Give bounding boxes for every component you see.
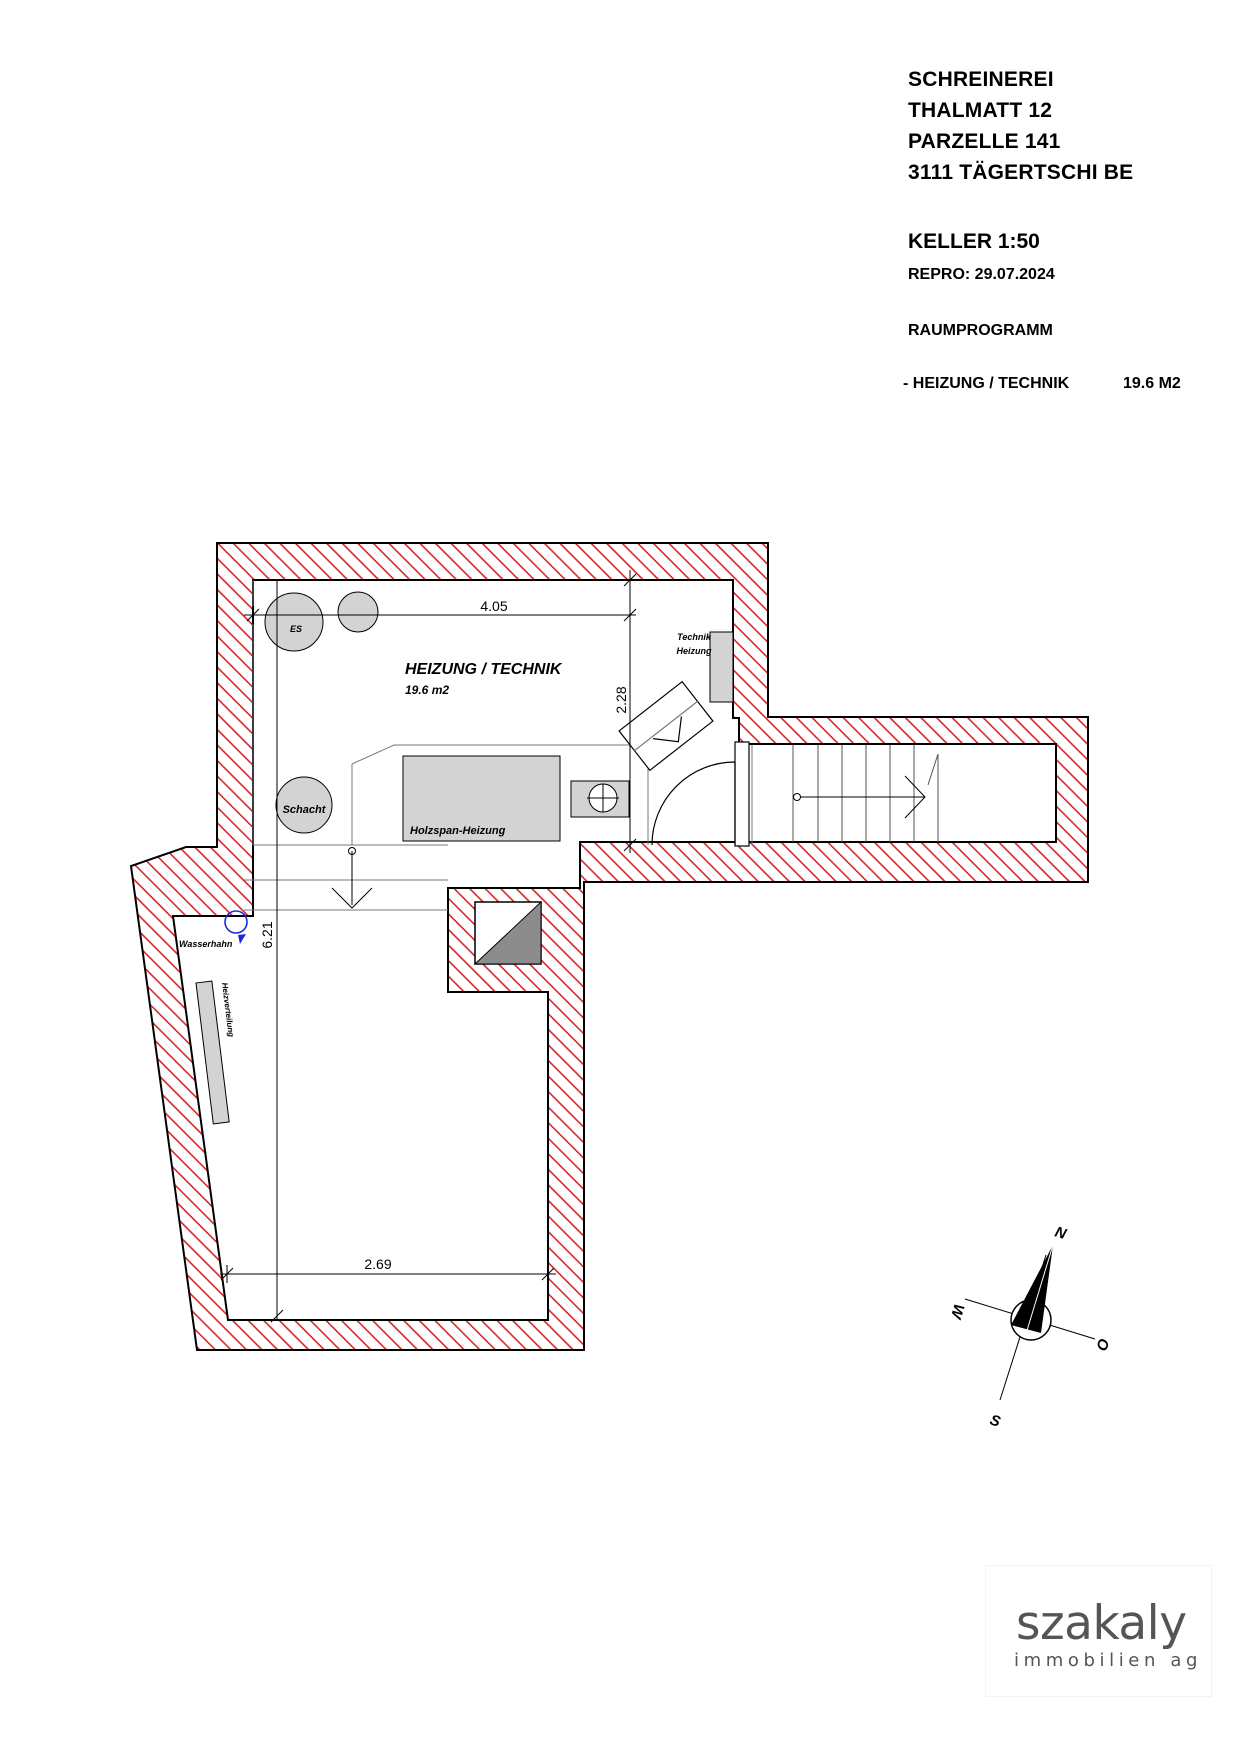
room-program-heading: RAUMPROGRAMM — [908, 322, 1053, 339]
technik-cabinet — [709, 631, 734, 703]
technik-label-1: Technik — [677, 632, 712, 642]
walls-hatched — [129, 542, 1089, 1351]
schacht-label: Schacht — [283, 804, 327, 816]
title-line-1: SCHREINEREI — [908, 68, 1054, 91]
title-line-3: PARZELLE 141 — [908, 130, 1061, 153]
room-area: 19.6 m2 — [405, 683, 449, 697]
room-program-area: 19.6 M2 — [1123, 375, 1181, 392]
pump-unit — [570, 780, 630, 818]
compass-n: N — [1053, 1224, 1069, 1244]
stairs — [792, 745, 939, 842]
company-logo: szakaly — [1016, 1596, 1187, 1651]
title-line-2: THALMATT 12 — [908, 99, 1053, 122]
holzspan-label: Holzspan-Heizung — [410, 825, 506, 837]
compass — [964, 1244, 1096, 1401]
compass-w: W — [946, 1302, 967, 1322]
dim-width-top: 4.05 — [480, 598, 507, 614]
chimney-flue — [473, 900, 542, 965]
technik-label-2: Heizung — [677, 646, 713, 656]
compass-o: O — [1094, 1337, 1114, 1353]
wasserhahn-label: Wasserhahn — [179, 939, 233, 949]
es-label: ES — [290, 624, 302, 634]
dim-height-left: 6.21 — [259, 921, 275, 948]
dim-height-right: 2.28 — [613, 686, 629, 713]
plan-scale: KELLER 1:50 — [908, 230, 1040, 253]
title-block: SCHREINEREI THALMATT 12 PARZELLE 141 311… — [908, 64, 1133, 188]
title-line-4: 3111 TÄGERTSCHI BE — [908, 161, 1134, 184]
es-tank — [264, 592, 324, 652]
room-program-row: - HEIZUNG / TECHNIK 19.6 M2 — [903, 375, 1183, 393]
room-program-name: - HEIZUNG / TECHNIK — [903, 375, 1070, 392]
holzspan-heizung — [402, 755, 561, 842]
water-tap — [224, 910, 248, 944]
schacht — [275, 776, 333, 834]
door-swing — [651, 741, 750, 847]
dim-width-bottom: 2.69 — [364, 1256, 391, 1272]
dimension-lines — [220, 570, 637, 1323]
repro-date: REPRO: 29.07.2024 — [908, 266, 1055, 283]
angled-cabinet — [618, 680, 714, 772]
compass-s: S — [988, 1412, 1003, 1431]
tank-2 — [337, 591, 379, 633]
room-name: HEIZUNG / TECHNIK — [405, 661, 563, 678]
company-logo-tagline: immobilien ag — [1014, 1650, 1202, 1671]
heizverteilung-label: Heizverteilung — [220, 982, 236, 1037]
logo-frame — [985, 1565, 1212, 1697]
heizverteilung-bar — [195, 980, 230, 1125]
